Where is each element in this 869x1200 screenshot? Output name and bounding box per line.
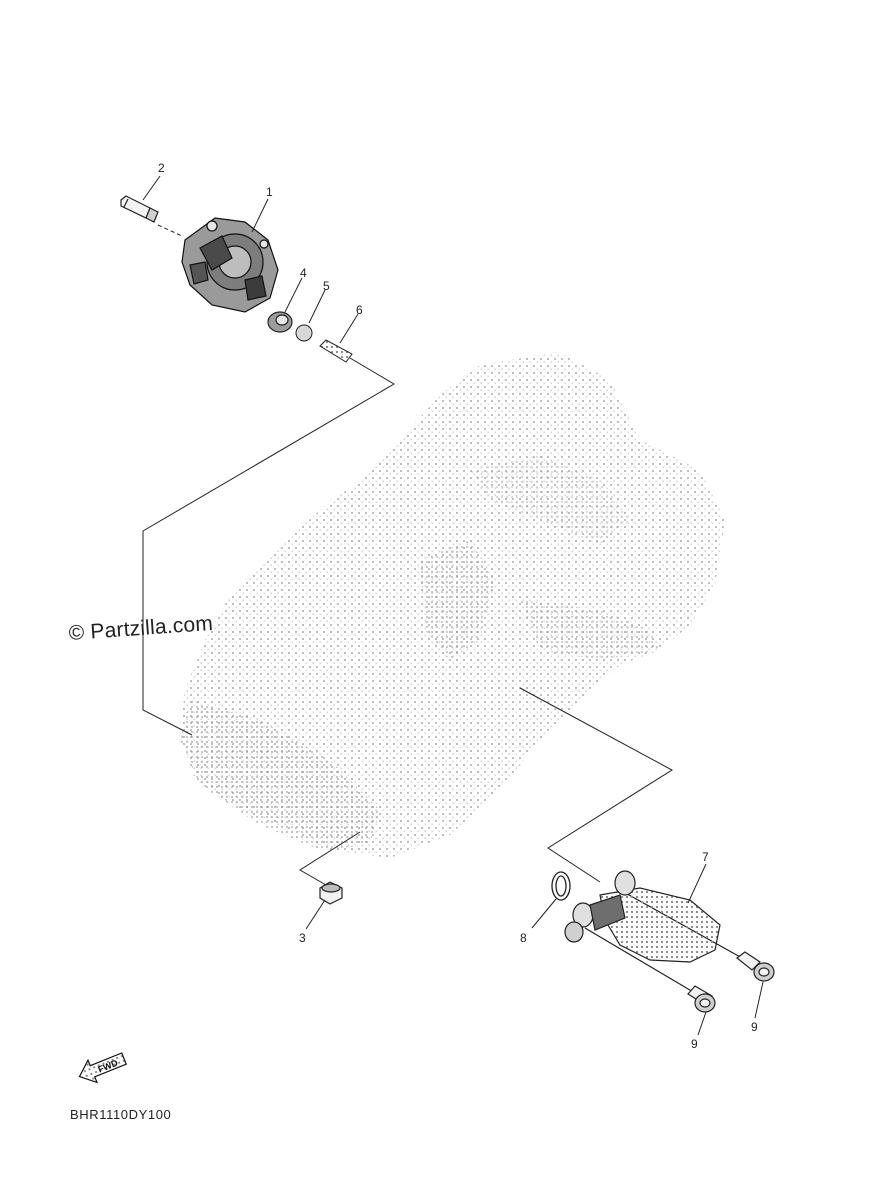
part-bolt-9b[interactable] xyxy=(687,985,716,1013)
part-cover-7[interactable] xyxy=(564,870,721,963)
part-ball-5[interactable] xyxy=(295,324,313,342)
callout-6[interactable]: 6 xyxy=(356,303,363,317)
callout-4[interactable]: 4 xyxy=(300,266,307,280)
part-bolt-2[interactable] xyxy=(120,195,159,223)
diagram-code: BHR1110DY100 xyxy=(70,1107,172,1122)
callout-labels: 1 2 3 4 5 6 7 8 9 9 xyxy=(158,161,758,1051)
callout-3[interactable]: 3 xyxy=(299,931,306,945)
callout-1[interactable]: 1 xyxy=(266,185,273,199)
part-pin-6[interactable] xyxy=(319,339,353,363)
leader-lines xyxy=(142,224,761,997)
fwd-arrow-icon: FWD xyxy=(78,1052,128,1084)
engine-ghost xyxy=(180,352,725,858)
callout-2[interactable]: 2 xyxy=(158,161,165,175)
part-seal-4[interactable] xyxy=(267,311,293,333)
part-plug-3[interactable] xyxy=(319,881,343,905)
part-pump-1[interactable] xyxy=(181,217,279,313)
callout-8[interactable]: 8 xyxy=(520,931,527,945)
callout-9a[interactable]: 9 xyxy=(691,1037,698,1051)
callout-5[interactable]: 5 xyxy=(323,279,330,293)
callout-9b[interactable]: 9 xyxy=(751,1020,758,1034)
part-oring-8[interactable] xyxy=(551,871,571,901)
part-bolt-9a[interactable] xyxy=(736,951,775,982)
callout-leaders xyxy=(142,175,764,1036)
callout-7[interactable]: 7 xyxy=(702,850,709,864)
